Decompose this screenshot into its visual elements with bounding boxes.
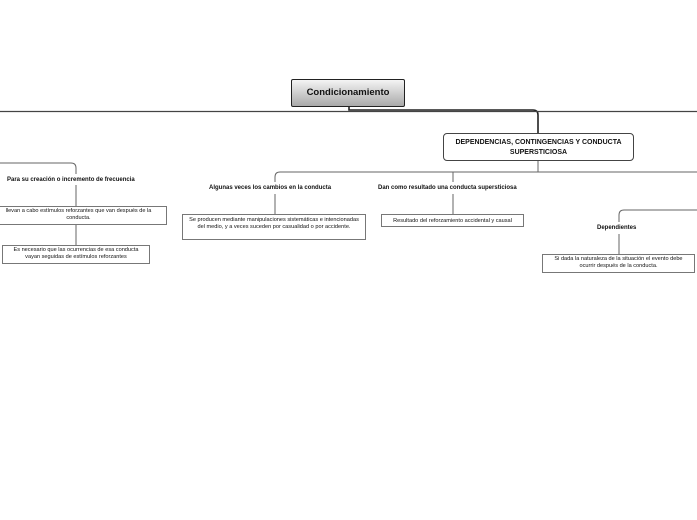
leaf-box-accidental-reinforcement[interactable]: Resultado del reforzamiento accidental y… — [381, 214, 524, 227]
branch-label-behavior-changes[interactable]: Algunas veces los cambios en la conducta — [209, 185, 332, 191]
leaf-box-occurrences[interactable]: Es necesario que las ocurrencias de esa … — [2, 245, 150, 264]
leaf-box-dependent-event[interactable]: Si dada la naturaleza de la situación el… — [542, 254, 695, 273]
main-topic-title: DEPENDENCIAS, CONTINGENCIAS Y CONDUCTA S… — [455, 139, 622, 156]
main-topic-node[interactable]: DEPENDENCIAS, CONTINGENCIAS Y CONDUCTA S… — [443, 133, 634, 161]
leaf-box-manipulations[interactable]: Se producen mediante manipulaciones sist… — [182, 214, 366, 240]
branch-label-creation[interactable]: Para su creación o incremento de frecuen… — [7, 177, 135, 183]
branch-label-dependientes[interactable]: Dependientes — [597, 225, 637, 231]
branch-label-superstitious-result[interactable]: Dan como resultado una conducta supersti… — [378, 185, 517, 191]
leaf-box-reinforcing-stimuli[interactable]: llevan a cabo estímulos reforzantes que … — [0, 206, 167, 225]
root-title: Condicionamiento — [306, 87, 390, 98]
root-node[interactable]: Condicionamiento — [291, 79, 405, 107]
